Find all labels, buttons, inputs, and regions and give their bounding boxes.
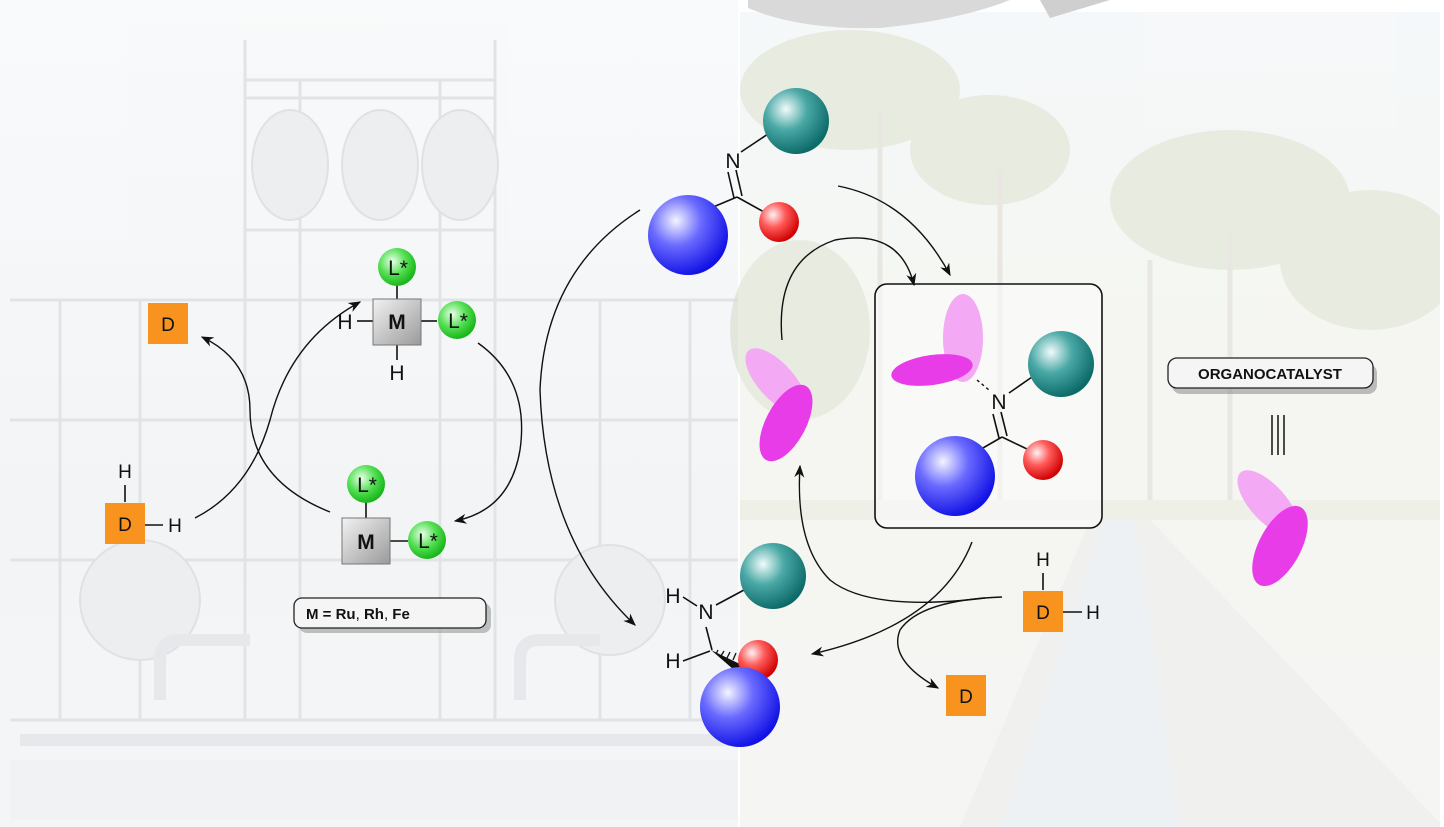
ligand-sphere bbox=[378, 248, 416, 286]
red-substituent-sphere bbox=[1023, 440, 1063, 480]
industrial-plant-background bbox=[0, 0, 738, 827]
organocatalyst-legend: ORGANOCATALYST bbox=[1167, 357, 1377, 587]
teal-substituent-sphere bbox=[763, 88, 829, 154]
top-swoosh bbox=[748, 0, 1010, 29]
amine-product: H N H bbox=[665, 543, 806, 747]
dehydrogenated-donor: D bbox=[946, 675, 986, 716]
stereocenter-hydrogen: H bbox=[665, 650, 680, 673]
catalyst-magenta-lobe bbox=[891, 354, 973, 386]
red-substituent-sphere bbox=[759, 202, 799, 242]
dehydrogenated-donor: D bbox=[148, 303, 188, 344]
hydrogen-donor: D H H bbox=[1023, 550, 1100, 632]
metal-complex: M L* L* bbox=[341, 465, 446, 565]
hydrogen-label: H bbox=[1036, 550, 1050, 571]
metal-symbol: M bbox=[388, 311, 406, 334]
arrow-donor-to-metal bbox=[194, 301, 362, 519]
caption-sep: , bbox=[384, 606, 392, 623]
arrow-imine-to-complex bbox=[837, 185, 951, 277]
svg-text:M = Ru, Rh, Fe: M = Ru, Rh, Fe bbox=[306, 606, 410, 623]
organocatalyst-label: ORGANOCATALYST bbox=[1198, 366, 1342, 383]
hydride-label: H bbox=[389, 362, 404, 385]
hydrogen-label: H bbox=[1086, 603, 1100, 624]
donor-label: D bbox=[959, 687, 973, 708]
imine-nitrogen: N bbox=[991, 391, 1006, 414]
donor-box bbox=[1023, 591, 1063, 632]
imine-substrate: N bbox=[648, 88, 829, 275]
park-avenue-background bbox=[730, 12, 1444, 827]
donor-box bbox=[946, 675, 986, 716]
blue-substituent-sphere bbox=[648, 195, 728, 275]
blue-substituent-sphere bbox=[915, 436, 995, 516]
arrow-release-donor bbox=[896, 596, 1003, 689]
ligand-sphere bbox=[347, 465, 385, 503]
caption-rh: Rh bbox=[364, 606, 384, 623]
caption-ru: Ru bbox=[336, 606, 356, 623]
ligand-label: L* bbox=[357, 474, 377, 497]
ligand-sphere bbox=[438, 301, 476, 339]
ligand-label: L* bbox=[388, 257, 408, 280]
hydrogen-label: H bbox=[118, 462, 132, 483]
metal-caption: M = Ru, Rh, Fe bbox=[293, 597, 491, 633]
caption-sep: , bbox=[356, 606, 364, 623]
metal-hydride-complex: M L* L* H H bbox=[337, 248, 476, 385]
amine-nitrogen: N bbox=[698, 601, 713, 624]
arrow-catalyst-to-complex bbox=[780, 237, 917, 341]
arrow-catalyst-regeneration bbox=[794, 464, 986, 603]
organo-cycle-arrows bbox=[539, 185, 1003, 689]
metal-center-box bbox=[341, 517, 391, 565]
donor-box bbox=[148, 303, 188, 344]
donor-label: D bbox=[1036, 603, 1050, 624]
blue-substituent-sphere bbox=[700, 667, 780, 747]
arrow-complex-to-product bbox=[810, 541, 973, 657]
metal-symbol: M bbox=[357, 531, 375, 554]
donor-label: D bbox=[118, 515, 132, 536]
arrow-hydride-to-metal bbox=[453, 342, 523, 524]
metal-cycle-arrows bbox=[194, 301, 523, 524]
amine-hydrogen: H bbox=[665, 585, 680, 608]
metal-center-box bbox=[372, 298, 422, 346]
imine-nitrogen: N bbox=[725, 150, 740, 173]
top-swoosh-accent bbox=[1040, 0, 1110, 18]
hydrogen-donor: D H H bbox=[105, 462, 182, 544]
arrow-metal-release-donor bbox=[200, 336, 331, 513]
teal-substituent-sphere bbox=[1028, 331, 1094, 397]
catalyst-imine-complex: N bbox=[874, 283, 1103, 529]
caption-prefix: M = bbox=[306, 606, 336, 623]
donor-box bbox=[105, 503, 145, 544]
hydride-label: H bbox=[337, 311, 352, 334]
ligand-label: L* bbox=[448, 310, 468, 333]
ligand-label: L* bbox=[418, 530, 438, 553]
caption-fe: Fe bbox=[392, 606, 410, 623]
teal-substituent-sphere bbox=[740, 543, 806, 609]
catalyst-magenta-lobe bbox=[759, 384, 813, 462]
ligand-sphere bbox=[408, 521, 446, 559]
arrow-imine-to-product-metal bbox=[539, 209, 641, 626]
donor-label: D bbox=[161, 315, 175, 336]
catalyst-magenta-lobe bbox=[1252, 505, 1308, 587]
free-organocatalyst bbox=[745, 348, 813, 462]
equivalence-mark bbox=[1271, 415, 1285, 455]
hydrogen-label: H bbox=[168, 516, 182, 537]
